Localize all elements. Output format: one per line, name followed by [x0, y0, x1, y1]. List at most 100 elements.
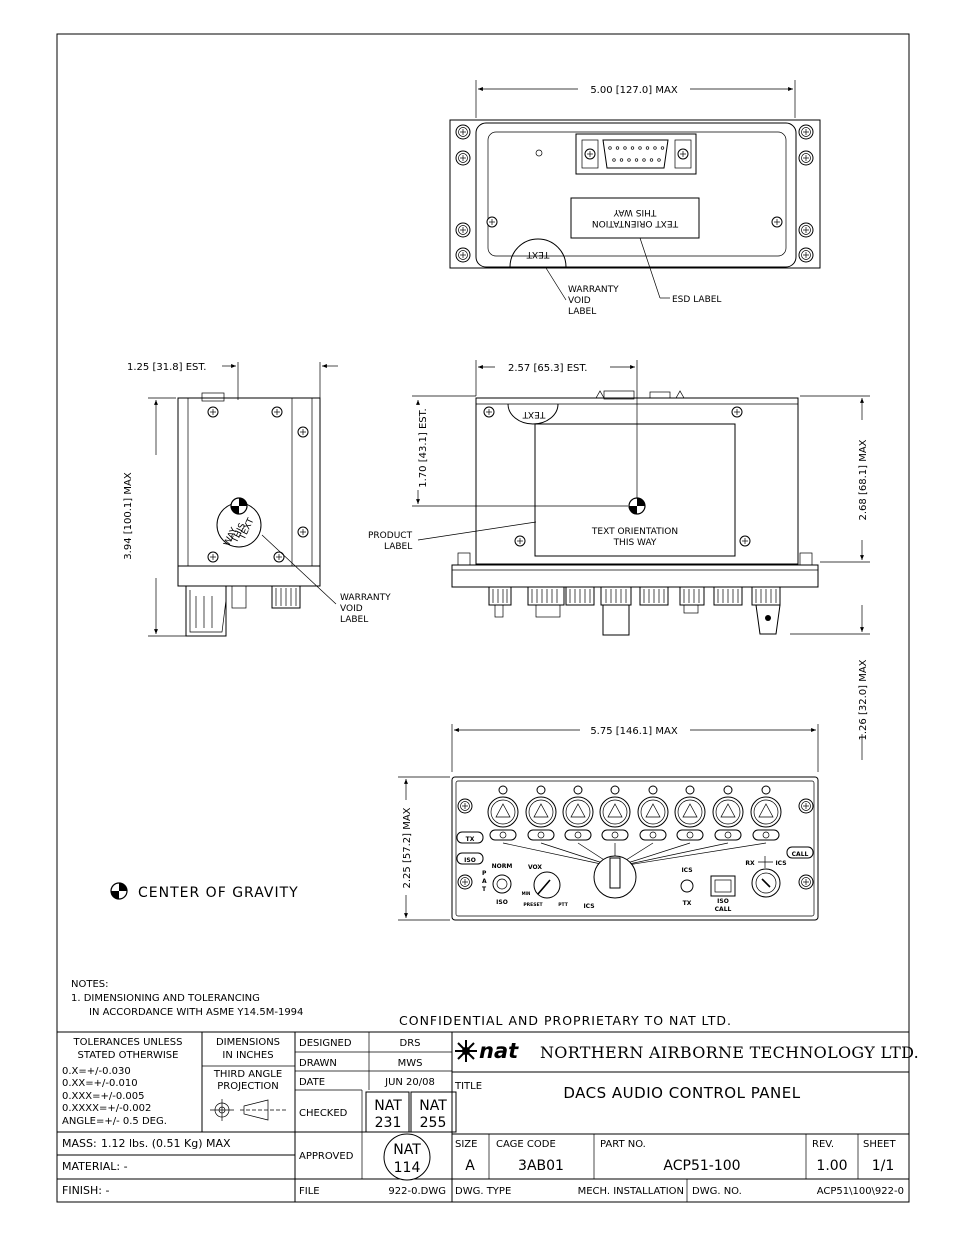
nat-logo-icon [455, 1040, 477, 1062]
body-height-dim: 2.68 [68.1] MAX [858, 439, 869, 520]
panel-height-dim: 2.25 [57.2] MAX [402, 807, 413, 888]
vox-min-label: MIN [522, 891, 531, 896]
front-panel-view: 5.75 [146.1] MAX 2.25 [57.2] MAX TX ISO … [398, 724, 819, 921]
sheet-value: 1/1 [872, 1158, 895, 1174]
side-body-right [475, 397, 799, 565]
iso-button[interactable] [456, 852, 484, 865]
dwg-type-value: MECH. INSTALLATION [578, 1186, 684, 1197]
iso-call-button[interactable] [710, 875, 736, 897]
db15-connector [575, 133, 697, 175]
connector-pin [638, 146, 642, 150]
cg-marker-side [230, 497, 248, 515]
pat-label-t: T [482, 886, 487, 893]
connector-pin [657, 158, 661, 162]
channel-volume-knob[interactable] [599, 796, 631, 828]
connector-pin [615, 146, 620, 150]
ics-label: ICS [775, 860, 786, 867]
dims-heading-2: IN INCHES [222, 1050, 273, 1061]
channel-select-button[interactable] [601, 829, 629, 841]
front-flange [451, 564, 819, 588]
mass-value: 1.12 lbs. (0.51 Kg) MAX [101, 1137, 231, 1150]
projection-1: THIRD ANGLE [213, 1069, 282, 1080]
checked-stamp-1-top: NAT [374, 1098, 402, 1114]
connector-pin [619, 158, 624, 162]
approved-stamp-bottom: 114 [394, 1160, 421, 1176]
side-height-dim: 3.94 [100.1] MAX [123, 472, 134, 560]
channel-select-button[interactable] [527, 829, 555, 841]
pat-label-p: P [482, 870, 487, 877]
call-button-label: CALL [792, 851, 809, 858]
top-recess [487, 131, 787, 257]
tol-3: 0.XXX=+/-0.005 [62, 1091, 144, 1102]
sheet-label: SHEET [863, 1139, 897, 1150]
channel-volume-knob[interactable] [525, 796, 557, 828]
channel-select-button[interactable] [676, 829, 704, 841]
sheet-border [56, 33, 910, 1203]
drawing-title: DACS AUDIO CONTROL PANEL [563, 1084, 800, 1102]
channel-volume-knob[interactable] [487, 796, 519, 828]
channel-led [573, 785, 583, 795]
channel-led [648, 785, 658, 795]
tx-button[interactable] [456, 831, 484, 844]
product-label-text-2: THIS WAY [613, 538, 657, 548]
channel-select-button[interactable] [639, 829, 667, 841]
channel-volume-knob[interactable] [637, 796, 669, 828]
vox-knob[interactable] [533, 871, 561, 899]
tol-heading-2: STATED OTHERWISE [78, 1050, 179, 1061]
channel-volume-knob[interactable] [750, 796, 782, 828]
channel-select-button[interactable] [489, 829, 517, 841]
dims-heading-1: DIMENSIONS [216, 1037, 280, 1048]
dwg-no-label: DWG. NO. [692, 1186, 742, 1197]
warranty-label-1: WARRANTY [568, 285, 619, 295]
mounting-flange [449, 119, 821, 269]
notes-line2: IN ACCORDANCE WITH ASME Y14.5M-1994 [89, 1007, 303, 1018]
channel-led [498, 785, 508, 795]
channel-select-button[interactable] [564, 829, 592, 841]
panel-width-dim: 5.75 [146.1] MAX [590, 726, 678, 737]
channel-volume-knob[interactable] [712, 796, 744, 828]
front-side-view: 2.57 [65.3] EST. 1.70 [43.1] EST. 2.68 [… [368, 360, 870, 760]
vox-preset-label: PRESET [523, 902, 543, 908]
iso-button-label: ISO [464, 857, 476, 864]
checked-stamp-2-bottom: 255 [420, 1115, 447, 1131]
vox-label: VOX [528, 864, 542, 871]
iso-call-label-2: CALL [715, 906, 732, 913]
dwg-no-value: ACP51\100\922-0 [817, 1186, 904, 1197]
seal-text-side: TEXT [522, 409, 546, 419]
channel-led [610, 785, 620, 795]
channel-select-button[interactable] [714, 829, 742, 841]
label-upside-down-2: THIS WAY [613, 207, 657, 217]
checked-stamp-1 [365, 1091, 410, 1133]
notes-heading: NOTES: [71, 979, 109, 990]
call-button[interactable] [786, 846, 814, 859]
norm-label: NORM [492, 863, 513, 870]
designed-label: DESIGNED [299, 1038, 352, 1049]
approved-stamp-top: NAT [393, 1142, 421, 1158]
drawn-value: MWS [398, 1058, 423, 1069]
top-width-dim: 5.00 [127.0] MAX [590, 85, 678, 96]
tx-switch-label: TX [683, 900, 692, 907]
side-body [177, 397, 321, 567]
tol-2: 0.XX=+/-0.010 [62, 1078, 138, 1089]
channel-led [761, 785, 771, 795]
cg-depth-dim: 2.57 [65.3] EST. [508, 363, 587, 374]
connector-pin [612, 158, 616, 162]
ics-tx-switch[interactable] [680, 879, 694, 893]
side-warranty-1: WARRANTY [340, 593, 391, 603]
title-label: TITLE [454, 1081, 482, 1092]
tx-button-label: TX [466, 836, 475, 843]
selector-ics-label: ICS [583, 903, 594, 910]
title-block: TOLERANCES UNLESS STATED OTHERWISE 0.X=+… [57, 1031, 919, 1202]
selector-knob[interactable] [593, 855, 637, 899]
knob-row-profile [488, 586, 781, 636]
pat-switch[interactable] [492, 874, 512, 894]
channel-select-button[interactable] [752, 829, 780, 841]
esd-label: ESD LABEL [672, 295, 721, 305]
product-label-2: LABEL [384, 542, 412, 552]
cg-marker-front [628, 497, 646, 515]
cg-legend-icon [110, 882, 128, 900]
channel-volume-knob[interactable] [562, 796, 594, 828]
channel-volume-knob[interactable] [674, 796, 706, 828]
connector-pin [627, 158, 631, 162]
approved-label: APPROVED [299, 1151, 354, 1162]
